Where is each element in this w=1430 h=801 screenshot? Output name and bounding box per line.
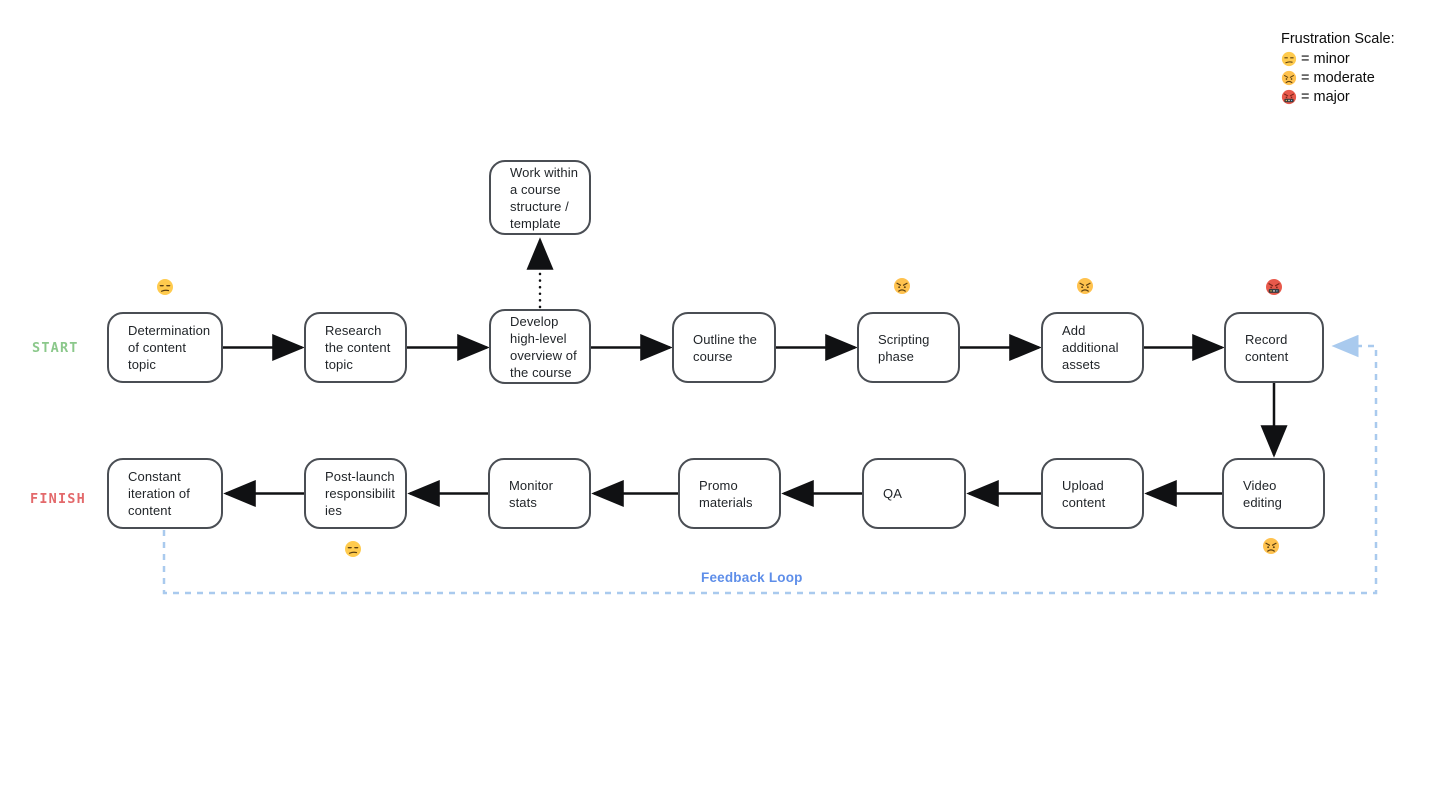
frustration-scale-legend: Frustration Scale: = minor = moderate = … [1281,30,1395,106]
frustration-marker-moderate[interactable] [1262,537,1280,555]
unamused-face-emoji-icon [156,278,174,296]
angry-face-emoji-icon [1076,277,1094,295]
node-label: Outline the course [693,331,757,364]
cursing-face-emoji-icon [1265,278,1283,296]
node-qa[interactable]: QA [862,458,966,529]
node-scripting-phase[interactable]: Scripting phase [857,312,960,383]
node-label: QA [883,486,902,501]
legend-item-label: = minor [1301,50,1350,67]
cursing-face-emoji-icon [1281,89,1297,105]
node-label: Work within a course structure / templat… [510,164,579,231]
node-research-the-content-topic[interactable]: Research the content topic [304,312,407,383]
angry-face-emoji-icon [1281,70,1297,86]
node-record-content[interactable]: Record content [1224,312,1324,383]
frustration-marker-minor[interactable] [344,540,362,558]
start-label: START [32,340,79,356]
node-video-editing[interactable]: Video editing [1222,458,1325,529]
node-label: Record content [1245,331,1289,364]
node-post-launch-responsibilities[interactable]: Post-launch responsibilities [304,458,407,529]
unamused-face-emoji-icon [1281,51,1297,67]
legend-item-major: = major [1281,87,1395,106]
legend-item-label: = moderate [1301,69,1375,86]
node-add-additional-assets[interactable]: Add additional assets [1041,312,1144,383]
node-label: Post-launch responsibilities [325,469,395,518]
node-label: Promo materials [699,477,753,510]
node-label: Monitor stats [509,477,554,510]
node-label: Upload content [1062,477,1106,510]
node-label: Constant iteration of content [128,469,190,518]
angry-face-emoji-icon [1262,537,1280,555]
finish-label: FINISH [30,491,86,507]
node-label: Add additional assets [1062,323,1119,372]
node-outline-the-course[interactable]: Outline the course [672,312,776,383]
node-work-within-course-structure[interactable]: Work within a course structure / templat… [489,160,591,235]
node-determination-of-content-topic[interactable]: Determination of content topic [107,312,223,383]
node-label: Scripting phase [878,331,930,364]
node-label: Develop high-level overview of the cours… [510,313,577,380]
node-label: Research the content topic [325,323,391,372]
legend-item-moderate: = moderate [1281,68,1395,87]
frustration-marker-moderate[interactable] [1076,277,1094,295]
node-promo-materials[interactable]: Promo materials [678,458,781,529]
legend-item-minor: = minor [1281,49,1395,68]
frustration-marker-moderate[interactable] [893,277,911,295]
node-develop-high-level-overview[interactable]: Develop high-level overview of the cours… [489,309,591,384]
angry-face-emoji-icon [893,277,911,295]
legend-item-label: = major [1301,88,1350,105]
node-monitor-stats[interactable]: Monitor stats [488,458,591,529]
frustration-marker-major[interactable] [1265,278,1283,296]
unamused-face-emoji-icon [344,540,362,558]
node-constant-iteration-of-content[interactable]: Constant iteration of content [107,458,223,529]
frustration-marker-minor[interactable] [156,278,174,296]
feedback-loop-label: Feedback Loop [701,570,803,585]
legend-title: Frustration Scale: [1281,31,1395,47]
node-label: Determination of content topic [128,323,211,372]
node-label: Video editing [1243,477,1283,510]
node-upload-content[interactable]: Upload content [1041,458,1144,529]
